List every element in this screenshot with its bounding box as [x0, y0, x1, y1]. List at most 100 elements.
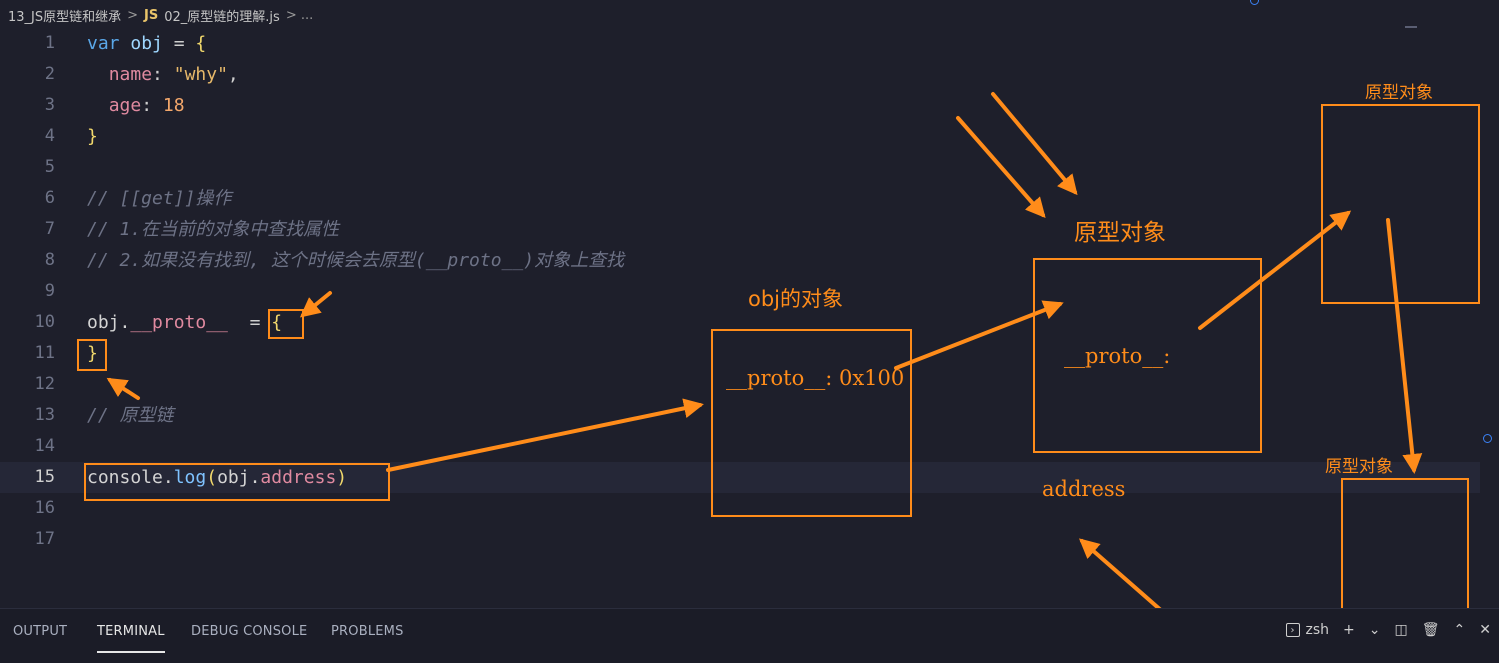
- code-line[interactable]: 8 // 2.如果没有找到, 这个时候会去原型(__proto__)对象上查找: [0, 245, 1480, 276]
- code-line[interactable]: 2 name: "why",: [0, 59, 1480, 90]
- code-token: console.: [87, 467, 174, 488]
- code-line[interactable]: 7// 1.在当前的对象中查找属性: [0, 214, 1480, 245]
- terminal-icon: ›: [1285, 623, 1300, 637]
- code-text[interactable]: age: 18: [87, 90, 185, 121]
- code-token: var: [87, 33, 131, 54]
- breadcrumb-folder[interactable]: 13_JS原型链和继承: [8, 9, 122, 25]
- code-line[interactable]: 1 var obj = {: [0, 28, 1480, 59]
- code-line[interactable]: 5: [0, 152, 1480, 183]
- prototype-label-1: 原型对象: [1074, 220, 1166, 246]
- code-text[interactable]: }: [87, 121, 98, 152]
- bottom-panel: OUTPUT TERMINAL DEBUG CONSOLE PROBLEMS ›…: [0, 608, 1499, 663]
- code-token: ,: [227, 64, 239, 85]
- code-text[interactable]: }: [87, 338, 98, 369]
- obj-object-label: obj的对象: [748, 287, 844, 311]
- line-number: 2: [44, 64, 55, 84]
- code-line[interactable]: 10 obj.__proto__ = {: [0, 307, 1480, 338]
- code-token: {: [195, 33, 207, 54]
- code-token: address: [260, 467, 337, 488]
- code-line[interactable]: 17: [0, 524, 1480, 555]
- shell-name: zsh: [1305, 622, 1330, 638]
- address-text: address: [1042, 477, 1126, 501]
- prototype-label-2: 原型对象: [1365, 83, 1433, 103]
- obj-object-box: [711, 329, 912, 517]
- code-text[interactable]: // 2.如果没有找到, 这个时候会去原型(__proto__)对象上查找: [87, 245, 624, 276]
- code-token: }: [87, 343, 98, 364]
- line-number: 17: [34, 529, 55, 549]
- code-text[interactable]: // [[get]]操作: [87, 183, 231, 214]
- line-number: 9: [44, 281, 55, 301]
- close-icon[interactable]: ✕: [1479, 622, 1491, 638]
- code-token: // 2.如果没有找到, 这个时候会去原型(__proto__)对象上查找: [87, 250, 625, 271]
- code-line[interactable]: 15 console.log(obj.address): [0, 462, 1480, 493]
- prototype-label-3: 原型对象: [1325, 457, 1393, 477]
- trash-icon[interactable]: 🗑: [1421, 622, 1440, 638]
- chevron-up-icon[interactable]: ⌃: [1453, 622, 1466, 638]
- breadcrumb-separator: >: [127, 7, 139, 23]
- line-number: 8: [44, 250, 55, 270]
- code-token: "why": [173, 64, 228, 85]
- prototype-proto-text: __proto__:: [1064, 344, 1171, 368]
- line-number: 6: [44, 188, 55, 208]
- prototype-box-1: [1033, 258, 1262, 453]
- scroll-indicator-top[interactable]: [1250, 0, 1259, 5]
- code-line[interactable]: 9: [0, 276, 1480, 307]
- line-number: 13: [34, 405, 55, 425]
- scroll-indicator-mid[interactable]: [1483, 434, 1492, 443]
- highlight-open-brace: [268, 309, 304, 339]
- terminal-selector[interactable]: › zsh: [1285, 622, 1330, 638]
- code-line[interactable]: 6 // [[get]]操作: [0, 183, 1480, 214]
- code-token: obj.: [217, 467, 261, 488]
- code-line[interactable]: 11}: [0, 338, 1480, 369]
- line-number: 14: [34, 436, 55, 456]
- breadcrumb: 13_JS原型链和继承 > JS 02_原型链的理解.js > ...: [0, 0, 1499, 30]
- split-icon[interactable]: ◫: [1394, 622, 1408, 638]
- line-number: 3: [44, 95, 55, 115]
- code-line[interactable]: 12: [0, 369, 1480, 400]
- code-text[interactable]: // 1.在当前的对象中查找属性: [87, 214, 339, 245]
- prototype-box-2: [1321, 104, 1480, 304]
- code-line[interactable]: 14: [0, 431, 1480, 462]
- line-number: 16: [34, 498, 55, 518]
- code-text[interactable]: name: "why",: [87, 59, 239, 90]
- tab-debug-console[interactable]: DEBUG CONSOLE: [191, 624, 308, 639]
- code-text[interactable]: var obj = {: [87, 28, 206, 59]
- code-token: }: [87, 126, 98, 147]
- code-token: obj.: [87, 312, 131, 333]
- breadcrumb-trail[interactable]: > ...: [285, 7, 314, 23]
- chevron-down-icon[interactable]: ⌄: [1368, 622, 1381, 638]
- code-token: obj: [130, 33, 174, 54]
- line-number: 4: [44, 126, 55, 146]
- code-text[interactable]: obj.__proto__ = {: [87, 307, 282, 338]
- code-line[interactable]: 13 // 原型链: [0, 400, 1480, 431]
- code-token: // 1.在当前的对象中查找属性: [87, 219, 340, 240]
- code-token: __proto__: [130, 312, 228, 333]
- code-line[interactable]: 16: [0, 493, 1480, 524]
- code-text[interactable]: console.log(obj.address): [87, 462, 347, 493]
- code-token: // 原型链: [87, 405, 174, 426]
- code-token: // [[get]]操作: [87, 188, 232, 209]
- line-number: 10: [34, 312, 55, 332]
- code-token: age: [108, 95, 142, 116]
- tab-output[interactable]: OUTPUT: [13, 624, 68, 639]
- code-token: name: [108, 64, 153, 85]
- code-text[interactable]: // 原型链: [87, 400, 174, 431]
- obj-proto-text: __proto__: 0x100: [726, 366, 905, 390]
- code-line[interactable]: 3 age: 18: [0, 90, 1480, 121]
- breadcrumb-file[interactable]: 02_原型链的理解.js: [164, 9, 280, 25]
- line-number: 11: [34, 343, 55, 363]
- plus-icon[interactable]: +: [1343, 622, 1355, 638]
- line-number: 5: [44, 157, 55, 177]
- line-number: 1: [44, 33, 55, 53]
- code-token: =: [227, 312, 272, 333]
- line-number: 12: [34, 374, 55, 394]
- tab-problems[interactable]: PROBLEMS: [331, 624, 404, 639]
- code-token: :: [152, 64, 174, 85]
- highlight-close-brace: [77, 339, 107, 371]
- code-token: =: [173, 33, 196, 54]
- line-number: 15: [34, 467, 55, 487]
- tab-terminal[interactable]: TERMINAL: [97, 624, 165, 653]
- code-line[interactable]: 4}: [0, 121, 1480, 152]
- code-token: ): [336, 467, 348, 488]
